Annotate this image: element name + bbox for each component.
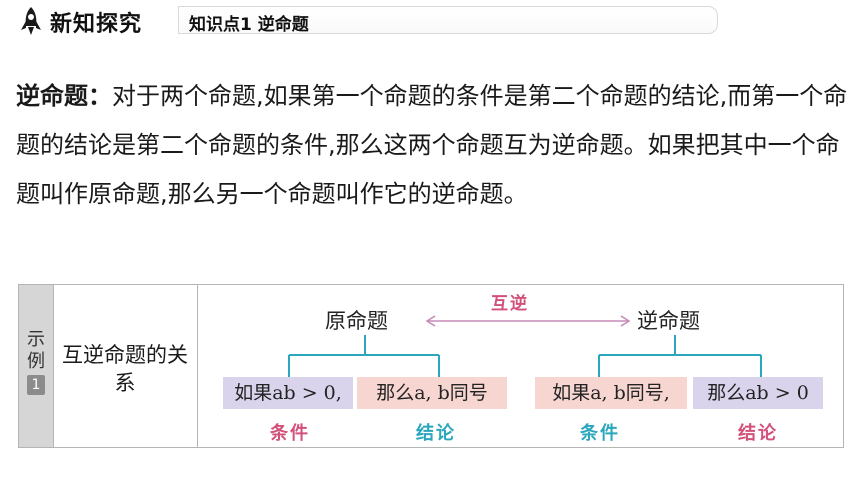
right-conclusion-box: 那么ab > 0	[693, 377, 823, 409]
inverse-proposition-label: 逆命题	[637, 309, 700, 333]
example-subtitle: 互逆命题的关系	[62, 343, 188, 395]
left-conclusion-box: 那么a, b同号	[357, 377, 507, 409]
left-condition-tag: 条件	[270, 423, 310, 444]
left-condition-box: 如果ab > 0,	[223, 377, 353, 409]
knowledge-point-tab: 知识点1 逆命题	[178, 6, 718, 35]
rocket-icon	[21, 7, 41, 35]
example-subtitle-column: 互逆命题的关系	[53, 285, 198, 447]
right-condition-box: 如果a, b同号,	[535, 377, 687, 409]
definition-paragraph: 逆命题：对于两个命题,如果第一个命题的条件是第二个命题的结论,而第一个命题的结论…	[16, 72, 848, 219]
right-conclusion-tag: 结论	[738, 423, 778, 444]
right-bracket	[598, 335, 762, 377]
example-number-badge: 1	[27, 375, 45, 395]
mutual-inverse-label: 互逆	[491, 294, 529, 314]
example-label-column: 示例 1	[19, 285, 54, 447]
right-condition-tag: 条件	[580, 423, 620, 444]
left-bracket	[288, 335, 440, 377]
example-table: 示例 1 互逆命题的关系	[18, 284, 844, 448]
example-label: 示例 1	[26, 329, 46, 395]
definition-text: 对于两个命题,如果第一个命题的条件是第二个命题的结论,而第一个命题的结论是第二个…	[16, 82, 848, 208]
section-title: 新知探究	[50, 12, 143, 37]
example-label-text: 示例	[27, 329, 45, 372]
original-proposition-label: 原命题	[325, 309, 388, 333]
definition-term: 逆命题：	[16, 82, 112, 110]
header: 新知探究 知识点1 逆命题	[0, 0, 860, 44]
knowledge-point-label: 知识点1 逆命题	[189, 15, 309, 35]
inverse-proposition-diagram: 原命题 互逆 逆命题 如果ab > 0, 那么a, b同号 如果a, b同号, …	[199, 285, 843, 447]
left-conclusion-tag: 结论	[416, 423, 456, 444]
mutual-arrow	[425, 315, 631, 327]
diagram-lines	[288, 315, 762, 377]
